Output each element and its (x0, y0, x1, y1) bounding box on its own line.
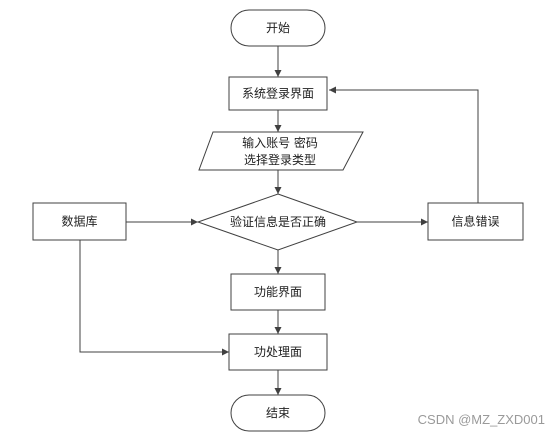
input-label-line2: 选择登录类型 (244, 152, 316, 167)
process-screen-label: 功处理面 (254, 345, 302, 359)
end-node: 结束 (230, 394, 326, 432)
edge-error-to-login (329, 86, 479, 203)
input-node: 输入账号 密码 选择登录类型 (198, 131, 364, 171)
error-node: 信息错误 (427, 202, 524, 241)
edge-database-to-process (79, 240, 229, 356)
login-screen-node: 系统登录界面 (228, 76, 328, 111)
database-node: 数据库 (32, 202, 127, 241)
watermark: CSDN @MZ_ZXD001 (418, 412, 545, 427)
verify-decision-label: 验证信息是否正确 (230, 214, 326, 229)
input-label-line1: 输入账号 密码 (242, 135, 318, 150)
function-screen-label: 功能界面 (254, 285, 302, 299)
start-label: 开始 (266, 21, 290, 35)
error-label: 信息错误 (451, 214, 499, 229)
process-screen-node: 功处理面 (228, 333, 328, 371)
start-node: 开始 (230, 9, 326, 47)
database-label: 数据库 (61, 214, 97, 229)
verify-decision-node: 验证信息是否正确 (196, 193, 359, 251)
end-label: 结束 (266, 406, 290, 420)
function-screen-node: 功能界面 (230, 273, 326, 311)
login-screen-label: 系统登录界面 (242, 86, 314, 101)
